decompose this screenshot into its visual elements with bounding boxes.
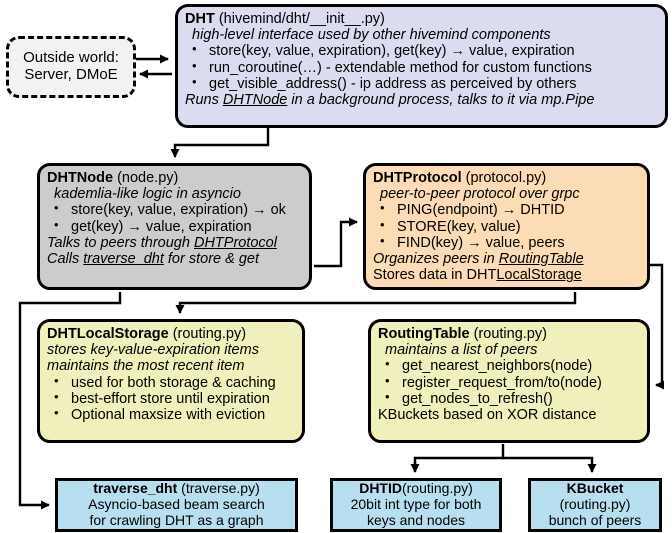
dht-footer-pre: Runs (185, 92, 223, 109)
dhtid-header: DHTID(routing.py) (359, 481, 473, 497)
dhtid-module: (routing.py) (401, 480, 473, 497)
dht-subtitle: high-level interface used by other hivem… (192, 27, 551, 44)
traverse-dht-title: traverse_dht (93, 480, 178, 497)
dhtprotocol-title: DHTProtocol (373, 170, 462, 186)
routingtable-title: RoutingTable (378, 326, 470, 342)
dht-title: DHT (185, 11, 215, 27)
dhtnode-footer-2: Calls traverse_dht for store & get (47, 251, 302, 267)
dhtlocalstorage-box: DHTLocalStorage (routing.py) stores key-… (37, 319, 305, 443)
dht-footer-link[interactable]: DHTNode (222, 92, 288, 109)
routingtable-bullet-1: register_request_from/to(node) (378, 374, 640, 391)
dhtprotocol-footer1-link[interactable]: RoutingTable (498, 251, 584, 268)
kbucket-line1: bunch of peers (548, 511, 642, 528)
wire-dhtprotocol-to-dhtlocalstorage (175, 292, 577, 314)
wire-routingtable-to-kbucket (503, 456, 597, 473)
dhtprotocol-subtitle: peer-to-peer protocol over grpc (380, 186, 580, 203)
dhtprotocol-footer2-pre: Stores data in DHT (373, 267, 497, 284)
wire-dht-to-dhtnode (170, 128, 270, 158)
routingtable-bullet-0: get_nearest_neighbors(node) (378, 357, 640, 374)
dhtprotocol-footer-2: Stores data in DHTLocalStorage (373, 267, 640, 283)
dhtnode-footer2-post: for store & get (163, 251, 259, 268)
traverse-dht-line1: Asyncio-based beam search (88, 496, 265, 513)
dhtid-line1: 20bit int type for both (350, 496, 482, 513)
dhtid-title: DHTID (359, 480, 402, 497)
wire-routingtable-split (413, 444, 505, 470)
dhtlocalstorage-bullet-0: used for both storage & caching (47, 374, 295, 391)
dhtnode-subtitle: kademlia-like logic in asyncio (54, 186, 241, 203)
dhtnode-module: (node.py) (117, 170, 179, 186)
dhtnode-box: DHTNode (node.py) kademlia-like logic in… (37, 163, 312, 290)
dhtlocalstorage-bullet-1: best-effort store until expiration (47, 390, 295, 407)
dhtprotocol-bullet-1: STORE(key, value) (373, 218, 640, 235)
dhtnode-footer-1: Talks to peers through DHTProtocol (47, 235, 302, 251)
dhtnode-bullet-1: get(key) → value, expiration (47, 218, 302, 235)
dhtlocalstorage-module: (routing.py) (172, 326, 247, 342)
dhtnode-footer2-pre: Calls (47, 251, 84, 268)
dhtlocalstorage-subtitle-2: maintains the most recent item (47, 358, 245, 375)
dhtid-box: DHTID(routing.py) 20bit int type for bot… (330, 478, 502, 532)
traverse-dht-header: traverse_dht (traverse.py) (93, 481, 260, 497)
dhtlocalstorage-subtitle-1: stores key-value-expiration items (47, 342, 259, 359)
dhtlocalstorage-bullets: used for both storage & caching best-eff… (47, 374, 295, 424)
dhtprotocol-bullet-2: FIND(key) → value, peers (373, 234, 640, 251)
dhtprotocol-box: DHTProtocol (protocol.py) peer-to-peer p… (363, 163, 650, 290)
dhtnode-header: DHTNode (node.py) (47, 170, 302, 186)
dht-bullets: store(key, value, expiration), get(key) … (185, 42, 658, 92)
dhtlocalstorage-title: DHTLocalStorage (47, 326, 169, 342)
dhtprotocol-footer2-link[interactable]: LocalStorage (496, 267, 582, 284)
routingtable-subtitle: maintains a list of peers (385, 342, 538, 359)
dhtprotocol-bullets: PING(endpoint) → DHTID STORE(key, value)… (373, 201, 640, 251)
dht-footer-post: in a background process, talks to it via… (287, 92, 595, 109)
routingtable-bullets: get_nearest_neighbors(node) register_req… (378, 357, 640, 407)
kbucket-title: KBucket (566, 480, 624, 497)
outside-world-line1: Outside world: (23, 49, 119, 67)
outside-world-line2: Server, DMoE (24, 66, 118, 83)
dht-bullet-0: store(key, value, expiration), get(key) … (185, 42, 658, 59)
dhtnode-bullets: store(key, value, expiration) → ok get(k… (47, 201, 302, 235)
traverse-dht-box: traverse_dht (traverse.py) Asyncio-based… (55, 478, 298, 532)
wire-dhtnode-to-dhtprotocol (314, 217, 358, 268)
dhtprotocol-bullet-0: PING(endpoint) → DHTID (373, 201, 640, 218)
dhtnode-title: DHTNode (47, 170, 114, 186)
routingtable-module: (routing.py) (473, 326, 547, 342)
traverse-dht-module: (traverse.py) (181, 480, 260, 497)
dht-footer: Runs DHTNode in a background process, ta… (185, 92, 658, 108)
outside-world-box: Outside world: Server, DMoE (6, 36, 136, 98)
kbucket-box: KBucket (routing.py) bunch of peers (528, 478, 662, 532)
dhtprotocol-footer-1: Organizes peers in RoutingTable (373, 251, 640, 267)
routingtable-footer: KBuckets based on XOR distance (378, 407, 597, 424)
dht-header: DHT (hivemind/dht/__init__.py) (185, 11, 658, 27)
routingtable-bullet-2: get_nodes_to_refresh() (378, 390, 640, 407)
dhtprotocol-header: DHTProtocol (protocol.py) (373, 170, 640, 186)
dhtid-line2: keys and nodes (366, 511, 466, 528)
routingtable-header: RoutingTable (routing.py) (378, 326, 640, 342)
dht-bullet-1: run_coroutine(…) - extendable method for… (185, 59, 658, 76)
traverse-dht-line2: for crawling DHT as a graph (89, 511, 264, 528)
dhtnode-footer1-link[interactable]: DHTProtocol (193, 234, 277, 251)
dhtprotocol-footer1-pre: Organizes peers in (373, 251, 499, 268)
dht-box: DHT (hivemind/dht/__init__.py) high-leve… (175, 4, 668, 128)
dhtnode-footer2-link[interactable]: traverse_dht (83, 251, 164, 268)
routingtable-box: RoutingTable (routing.py) maintains a li… (368, 319, 650, 443)
dht-module: (hivemind/dht/__init__.py) (218, 11, 385, 27)
kbucket-module: (routing.py) (559, 496, 631, 513)
dhtnode-bullet-0: store(key, value, expiration) → ok (47, 201, 302, 218)
dhtnode-footer1-pre: Talks to peers through (47, 234, 194, 251)
dhtprotocol-module: (protocol.py) (465, 170, 547, 186)
dhtlocalstorage-header: DHTLocalStorage (routing.py) (47, 326, 295, 342)
dht-bullet-2: get_visible_address() - ip address as pe… (185, 75, 658, 92)
dhtlocalstorage-bullet-2: Optional maxsize with eviction (47, 406, 295, 423)
